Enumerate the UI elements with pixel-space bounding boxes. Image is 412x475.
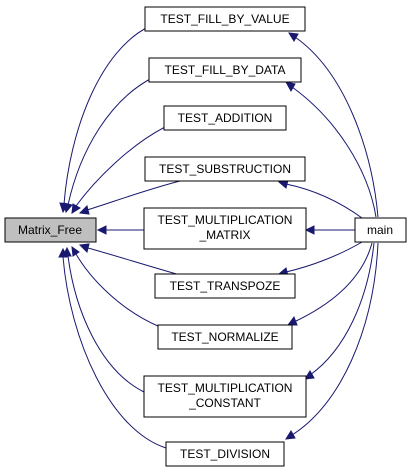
node-test-division[interactable]: TEST_DIVISION	[165, 441, 285, 467]
edge-multiplication-constant-to-matrix-free	[62, 246, 145, 393]
node-test-division-label: TEST_DIVISION	[180, 447, 270, 461]
node-main[interactable]: main	[354, 217, 407, 243]
node-test-multiplication-constant-line2: _CONSTANT	[188, 396, 261, 410]
node-test-addition[interactable]: TEST_ADDITION	[163, 105, 287, 131]
node-test-multiplication-matrix-line1: TEST_MULTIPLICATION	[158, 213, 293, 227]
edge-normalize-to-matrix-free	[71, 245, 161, 328]
edge-main-to-multiplication-constant	[304, 242, 375, 380]
node-test-fill-by-data-label: TEST_FILL_BY_DATA	[165, 63, 286, 77]
edge-main-to-normalize	[287, 242, 373, 326]
edge-transpoze-to-matrix-free	[78, 243, 181, 276]
node-test-fill-by-value[interactable]: TEST_FILL_BY_VALUE	[144, 6, 306, 32]
node-test-normalize[interactable]: TEST_NORMALIZE	[157, 324, 293, 350]
node-matrix-free-label: Matrix_Free	[18, 223, 82, 237]
edge-main-to-fill-by-data	[285, 81, 377, 218]
edge-addition-to-matrix-free	[71, 126, 166, 214]
node-test-normalize-label: TEST_NORMALIZE	[171, 330, 278, 344]
edge-substruction-to-matrix-free	[78, 180, 181, 215]
node-test-multiplication-constant-line1: TEST_MULTIPLICATION	[158, 381, 293, 395]
edge-main-to-division	[285, 242, 379, 440]
node-test-fill-by-data[interactable]: TEST_FILL_BY_DATA	[148, 57, 302, 83]
node-test-transpoze-label: TEST_TRANSPOZE	[170, 279, 281, 293]
node-main-label: main	[367, 223, 393, 237]
node-matrix-free[interactable]: Matrix_Free	[4, 217, 97, 243]
edge-multiplication-matrix-to-matrix-free	[96, 225, 144, 235]
node-test-addition-label: TEST_ADDITION	[178, 111, 273, 125]
node-test-multiplication-matrix-line2: _MATRIX	[198, 228, 250, 242]
node-test-multiplication-constant[interactable]: TEST_MULTIPLICATION _CONSTANT	[143, 375, 307, 418]
edge-main-to-fill-by-value	[288, 32, 379, 218]
node-test-substruction[interactable]: TEST_SUBSTRUCTION	[144, 156, 306, 182]
node-test-transpoze[interactable]: TEST_TRANSPOZE	[154, 273, 296, 299]
node-test-fill-by-value-label: TEST_FILL_BY_VALUE	[160, 12, 289, 26]
edge-division-to-matrix-free	[58, 247, 167, 449]
edge-main-to-multiplication-matrix	[304, 225, 355, 235]
node-test-multiplication-matrix[interactable]: TEST_MULTIPLICATION _MATRIX	[143, 207, 307, 250]
node-test-substruction-label: TEST_SUBSTRUCTION	[159, 162, 291, 176]
edge-fill-by-data-to-matrix-free	[63, 77, 153, 214]
